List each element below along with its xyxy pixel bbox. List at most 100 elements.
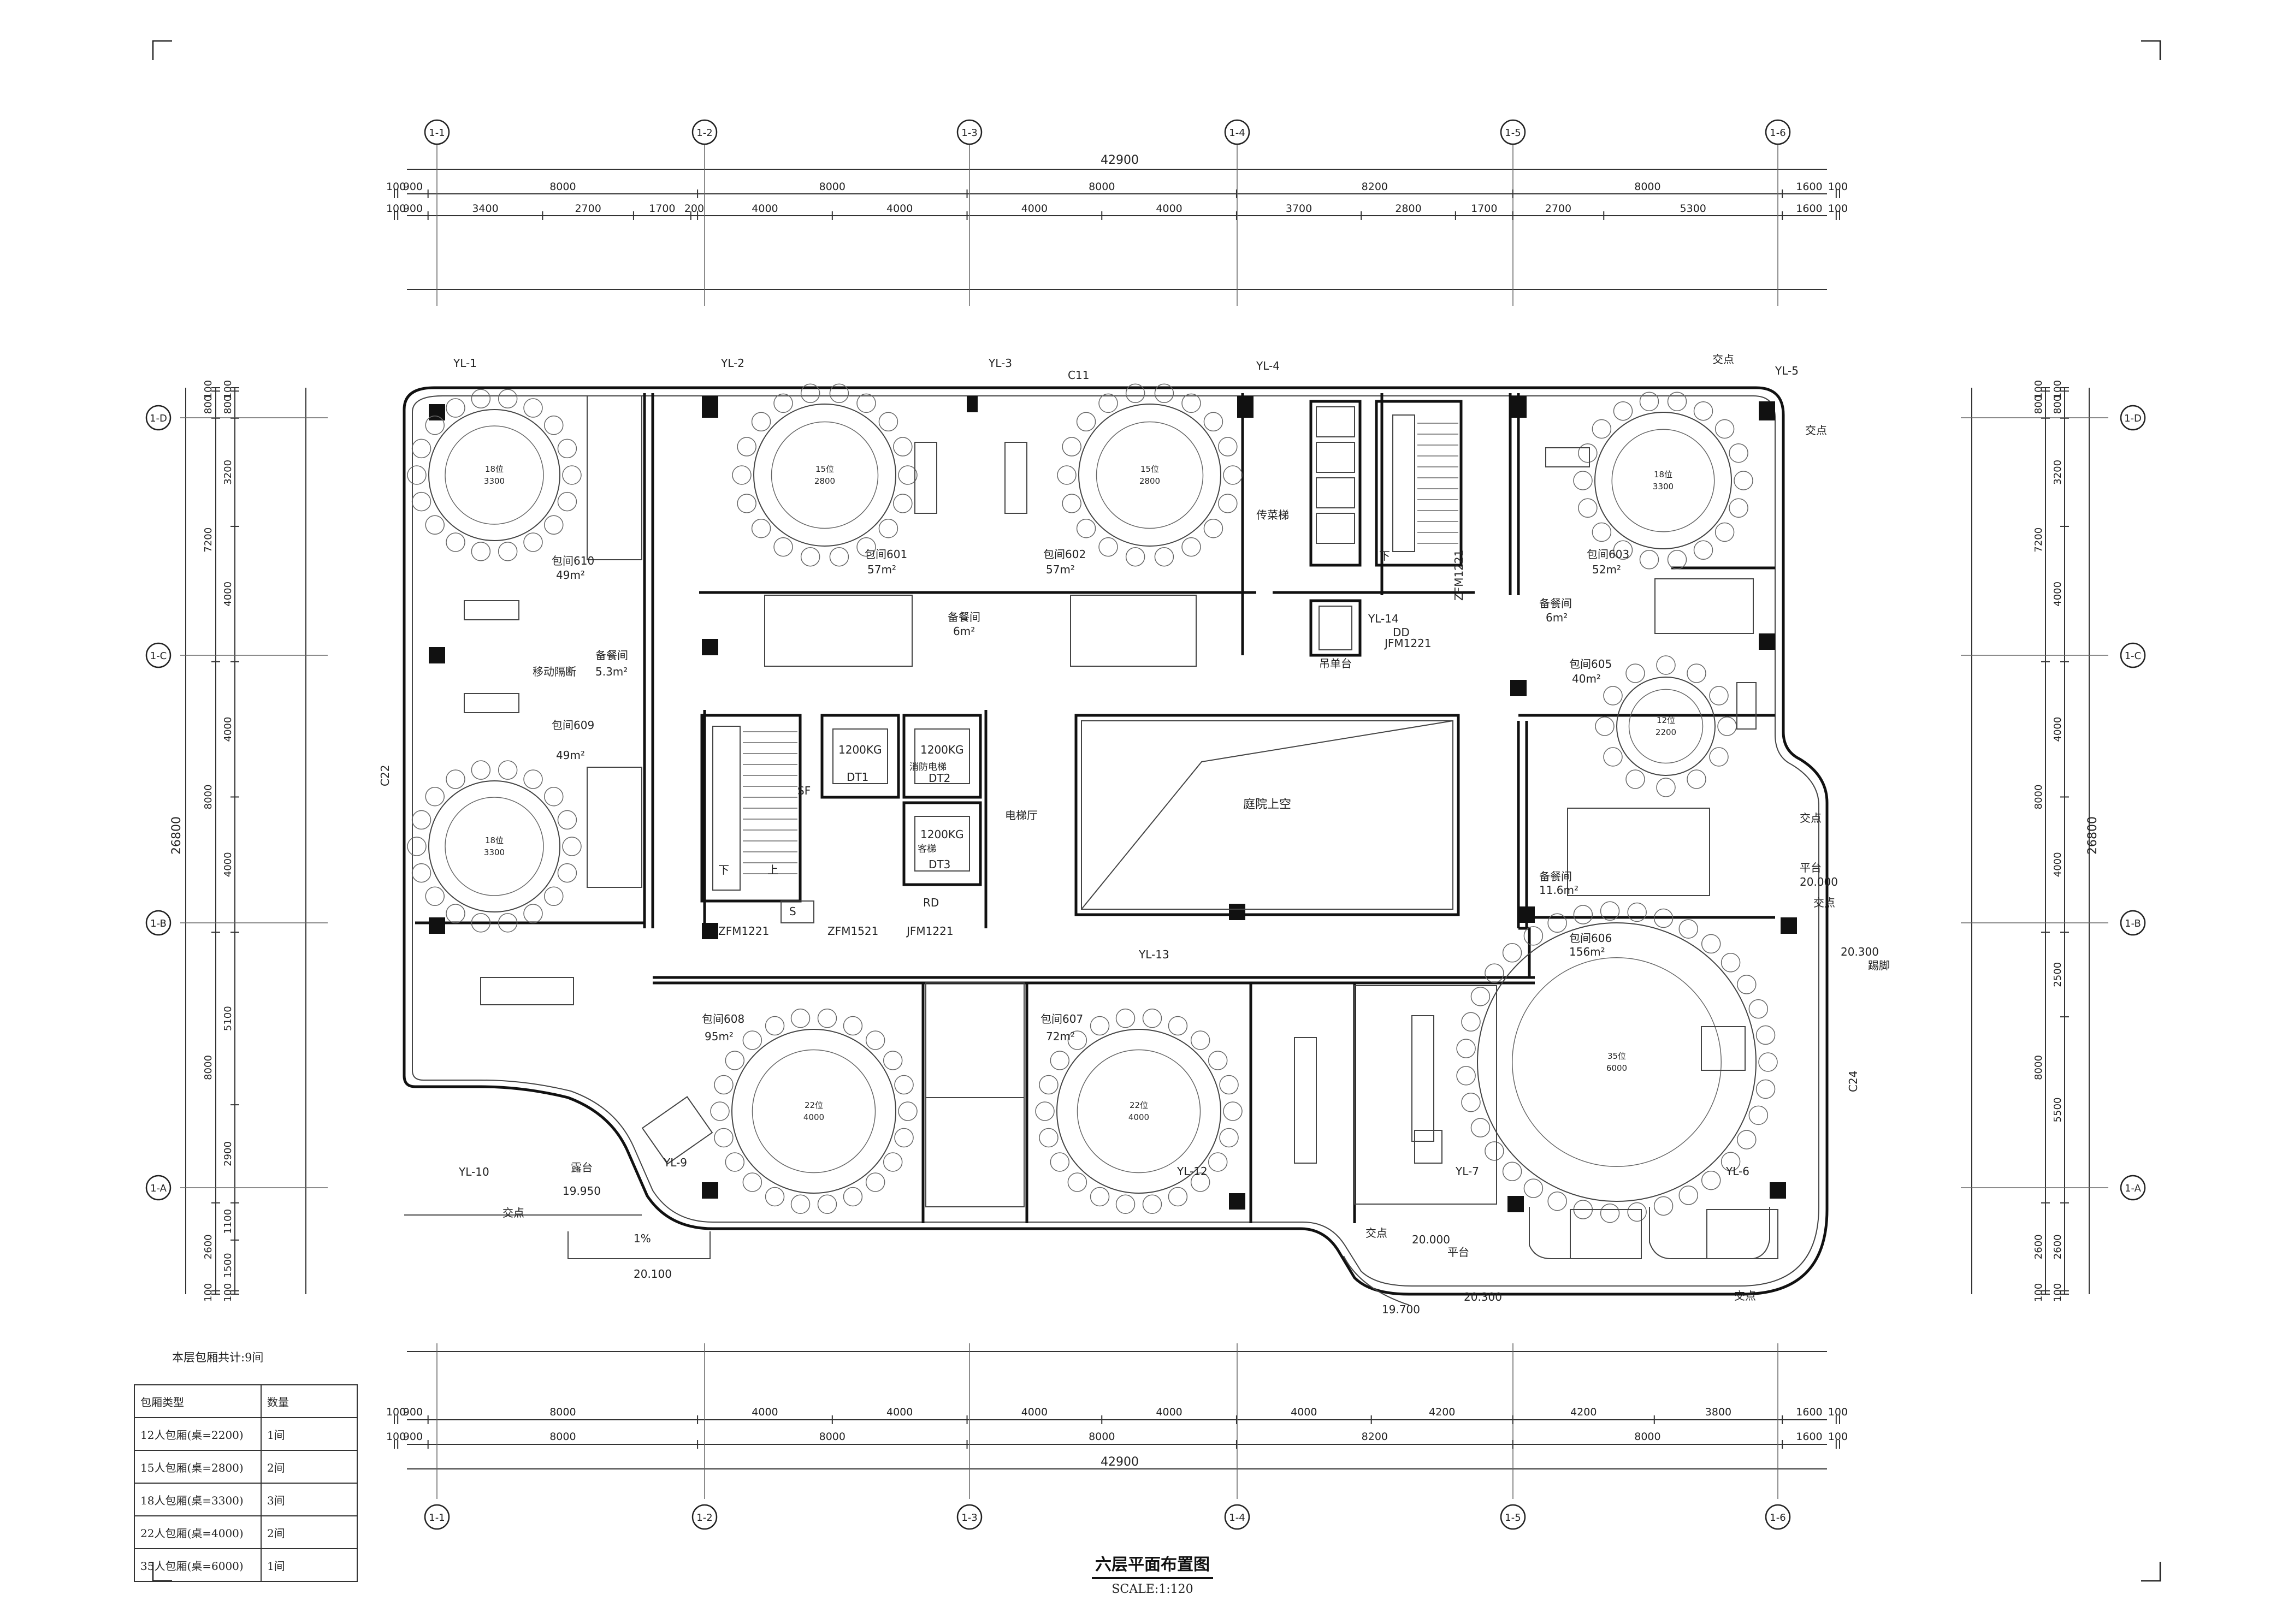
label-kick: 踢脚	[1868, 959, 1890, 972]
dim-value: 900	[403, 1431, 423, 1443]
table-capacity-label: 6000	[1606, 1063, 1627, 1073]
dim-value: 8000	[549, 1431, 576, 1443]
dim-value: 100	[2052, 1283, 2064, 1302]
chair	[1168, 1016, 1188, 1036]
chair	[446, 769, 465, 789]
label-sf: SF	[797, 784, 811, 797]
axis-bubble-label: 1-1	[429, 127, 445, 139]
dim-value: 2800	[1395, 203, 1421, 215]
chair	[732, 465, 752, 485]
table-lazy-susan	[1628, 689, 1704, 764]
crop-marks	[152, 40, 2161, 1582]
table-capacity-label: 15位	[1140, 464, 1159, 474]
table-lazy-susan	[771, 421, 879, 529]
chair	[1667, 550, 1687, 570]
dim-value: 100	[386, 1406, 406, 1418]
chair	[1219, 1075, 1239, 1095]
chair	[1653, 908, 1674, 928]
table-lazy-susan	[1077, 1049, 1201, 1173]
axis-bubble-label: 1-B	[150, 918, 167, 929]
table-lazy-susan	[752, 1049, 876, 1173]
side-axis-lines	[180, 417, 2108, 1188]
label-area603: 52m²	[1592, 563, 1621, 576]
dim-value: 4200	[1429, 1406, 1455, 1418]
dim-value: 3200	[222, 460, 234, 485]
chair	[751, 518, 771, 538]
axis-bubble	[145, 642, 172, 668]
round-table	[428, 409, 560, 541]
axis-bubble-label: 1-4	[1229, 127, 1245, 139]
chair	[898, 465, 918, 485]
axis-bubble	[2120, 405, 2146, 431]
dim-value: 2600	[2052, 1234, 2064, 1259]
legend-row: 18人包厢(桌=3300)3间	[134, 1483, 358, 1516]
label-down1: 下	[718, 863, 729, 876]
chair	[1208, 1152, 1228, 1172]
chair	[1573, 905, 1593, 924]
chair	[1603, 686, 1623, 706]
chair	[1729, 498, 1748, 518]
chair	[411, 438, 431, 459]
label-room608: 包间608	[702, 1012, 744, 1026]
dim-value: 100	[222, 380, 234, 399]
chair	[1190, 1172, 1210, 1192]
chair	[1090, 1187, 1110, 1207]
chair	[1667, 392, 1687, 411]
dim-value: 8000	[549, 1406, 576, 1418]
chair	[878, 412, 898, 432]
label-area610: 49m²	[556, 568, 585, 582]
label-dd: DD	[1393, 626, 1410, 639]
table-capacity-label: 3300	[484, 476, 505, 486]
chair	[1656, 655, 1676, 675]
chair	[1547, 1191, 1567, 1211]
chair	[1603, 747, 1623, 767]
chair	[1748, 999, 1769, 1019]
label-pantry2: 备餐间	[948, 611, 980, 624]
dim-value: 800	[2052, 395, 2064, 414]
side-dimension-text: 1008007200800080002600100100800320040004…	[203, 380, 2064, 1302]
label-elev-20000a: 20.000	[1412, 1233, 1450, 1246]
dim-value: 4000	[1291, 1406, 1317, 1418]
legend-count: 2间	[261, 1515, 358, 1549]
chair	[562, 837, 582, 856]
dim-value: 8200	[1362, 1431, 1388, 1443]
dim-value: 1700	[649, 203, 675, 215]
label-yl13: YL-13	[1138, 948, 1169, 961]
interior-walls	[415, 393, 1775, 1223]
chair	[1219, 1128, 1239, 1148]
label-terrace: 露台	[571, 1161, 593, 1174]
axis-bubble	[424, 119, 450, 145]
label-platform1: 平台	[1447, 1246, 1469, 1259]
dim-value: 4000	[1156, 203, 1182, 215]
chair	[498, 760, 518, 780]
axis-bubble-label: 1-A	[2125, 1183, 2142, 1194]
chair	[446, 398, 465, 418]
chair	[1701, 1170, 1721, 1190]
dim-value: 900	[403, 181, 423, 193]
chair	[1090, 1016, 1110, 1036]
chair	[1693, 540, 1713, 560]
chair	[1573, 471, 1593, 490]
chair	[1076, 518, 1096, 538]
label-elev-19700: 19.700	[1382, 1303, 1420, 1316]
legend-count: 2间	[261, 1450, 358, 1484]
legend-count: 1间	[261, 1548, 358, 1582]
axis-bubble	[1500, 1504, 1526, 1530]
chair	[714, 1075, 734, 1095]
chair	[1592, 419, 1612, 439]
label-yl7: YL-7	[1455, 1165, 1479, 1178]
chair	[1613, 401, 1633, 421]
chair	[1125, 547, 1145, 567]
label-area608: 95m²	[705, 1030, 734, 1043]
axis-bubble-label: 1-6	[1770, 127, 1785, 139]
label-slope: 1%	[634, 1232, 651, 1245]
chair	[1067, 1030, 1087, 1050]
axis-bubble-label: 1-5	[1505, 127, 1521, 139]
label-dt1: 1200KG	[838, 743, 882, 756]
chair	[894, 1075, 914, 1095]
legend-room-type: 18人包厢(桌=3300)	[134, 1483, 262, 1516]
axis-bubble	[1765, 1504, 1791, 1530]
dim-value: 4000	[2052, 582, 2064, 607]
chair	[1627, 902, 1647, 922]
